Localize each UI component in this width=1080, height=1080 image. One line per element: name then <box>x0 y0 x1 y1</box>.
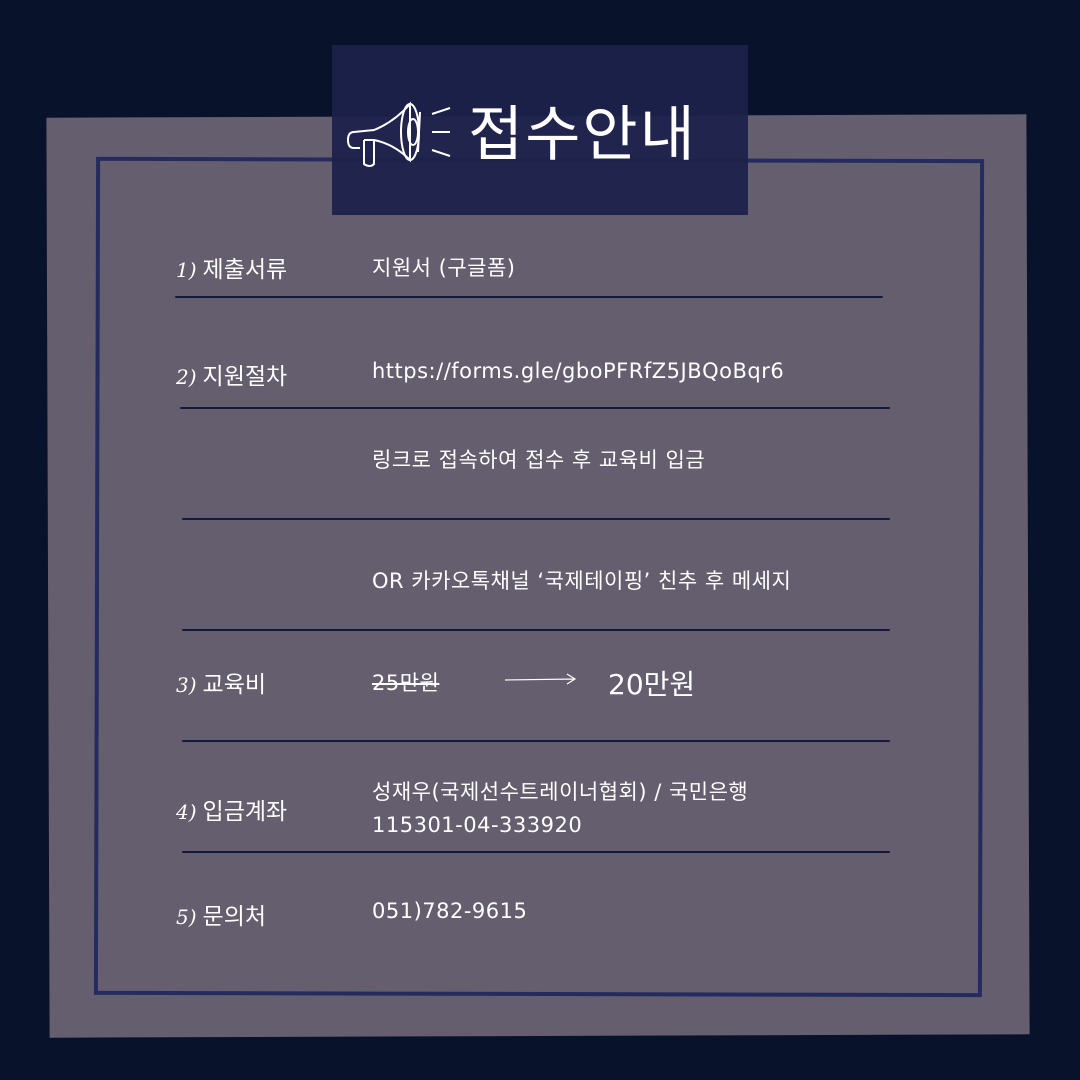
label-procedure: 2)지원절차 <box>176 364 288 390</box>
value-documents: 지원서 (구글폼) <box>372 256 516 280</box>
value-procedure-alt: OR 카카오톡채널 ‘국제테이핑’ 친추 후 메세지 <box>372 569 792 593</box>
megaphone-icon <box>346 101 451 167</box>
label-documents: 1)제출서류 <box>176 257 288 283</box>
divider <box>182 518 890 520</box>
divider <box>175 296 883 298</box>
value-contact: 051)782-9615 <box>372 899 528 923</box>
label-contact: 5)문의처 <box>176 904 267 930</box>
value-account-holder: 성재우(국제선수트레이너협회) / 국민은행 <box>372 780 749 804</box>
divider <box>182 740 890 742</box>
divider <box>182 629 890 631</box>
value-account-number: 115301-04-333920 <box>372 813 583 837</box>
new-price: 20만원 <box>608 668 696 701</box>
divider <box>180 407 890 409</box>
arrow-right-icon <box>505 673 577 685</box>
old-price: 25만원 <box>372 671 440 695</box>
form-link[interactable]: https://forms.gle/gboPFRfZ5JBQoBqr6 <box>372 359 785 383</box>
label-account: 4)입금계좌 <box>176 799 288 825</box>
value-procedure-step: 링크로 접속하여 접수 후 교육비 입금 <box>372 448 706 472</box>
label-fee: 3)교육비 <box>176 672 267 698</box>
divider <box>182 851 890 853</box>
page-title: 접수안내 <box>468 100 697 170</box>
